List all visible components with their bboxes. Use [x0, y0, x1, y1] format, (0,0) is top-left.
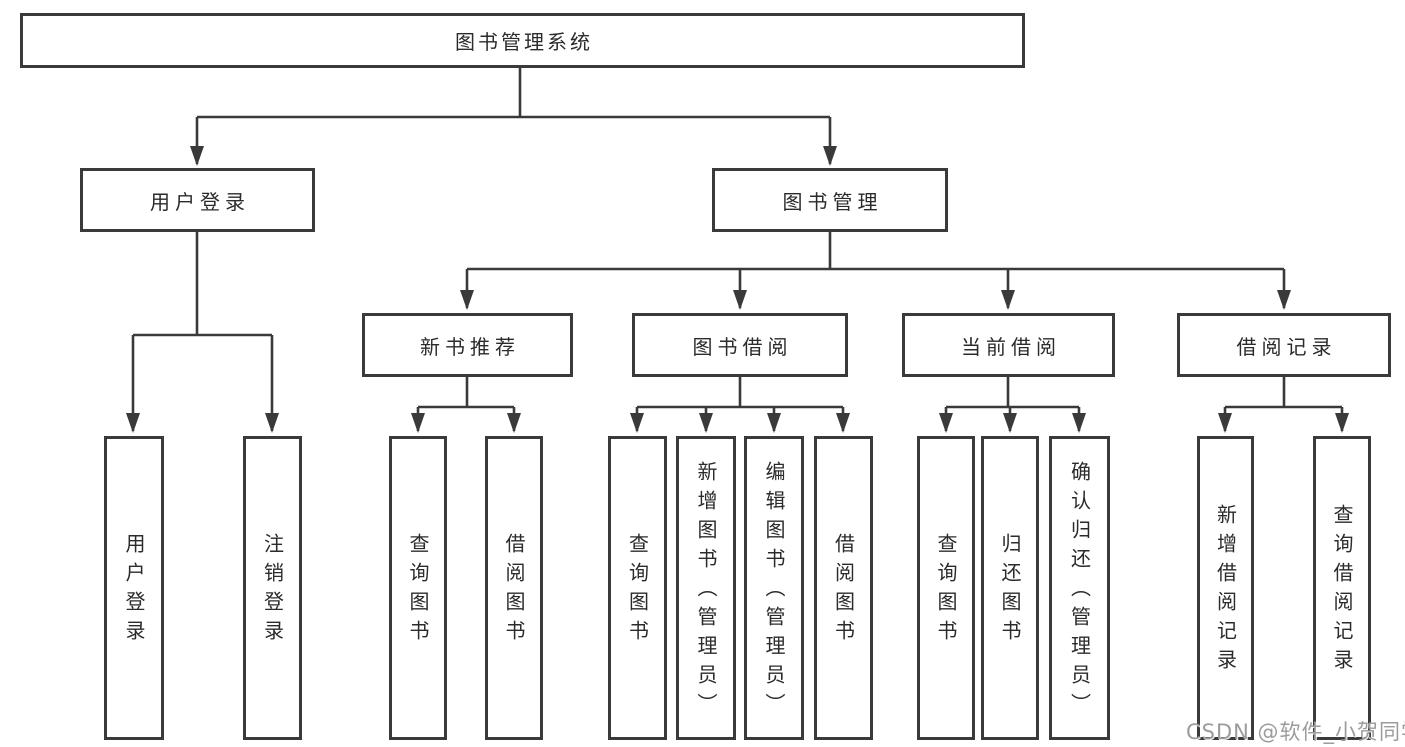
node-library-management-system: 图书管理系统: [20, 13, 1025, 68]
leaf-add-books-admin: 新增图书（管理员）: [676, 436, 736, 740]
leaf-query-books-recommend: 查询图书: [389, 436, 447, 740]
node-book-management: 图书管理: [712, 168, 948, 232]
leaf-query-books-borrow: 查询图书: [608, 436, 667, 740]
node-current-borrowing: 当前借阅: [902, 313, 1115, 377]
node-user-login: 用户登录: [80, 168, 315, 232]
leaf-user-login: 用户登录: [104, 436, 164, 740]
node-new-book-recommendation: 新书推荐: [362, 313, 573, 377]
leaf-query-books-current: 查询图书: [917, 436, 975, 740]
node-borrowing-records: 借阅记录: [1177, 313, 1391, 377]
leaf-borrow-books: 借阅图书: [814, 436, 873, 740]
leaf-borrow-books-recommend: 借阅图书: [485, 436, 543, 740]
leaf-query-borrow-record: 查询借阅记录: [1313, 436, 1371, 740]
node-book-borrowing: 图书借阅: [632, 313, 848, 377]
csdn-watermark: CSDN @软件_小贺同学: [1186, 720, 1405, 744]
leaf-logout: 注销登录: [243, 436, 302, 740]
leaf-confirm-return-admin: 确认归还（管理员）: [1049, 436, 1110, 740]
leaf-edit-books-admin: 编辑图书（管理员）: [744, 436, 804, 740]
leaf-return-books: 归还图书: [981, 436, 1039, 740]
leaf-add-borrow-record: 新增借阅记录: [1197, 436, 1254, 740]
